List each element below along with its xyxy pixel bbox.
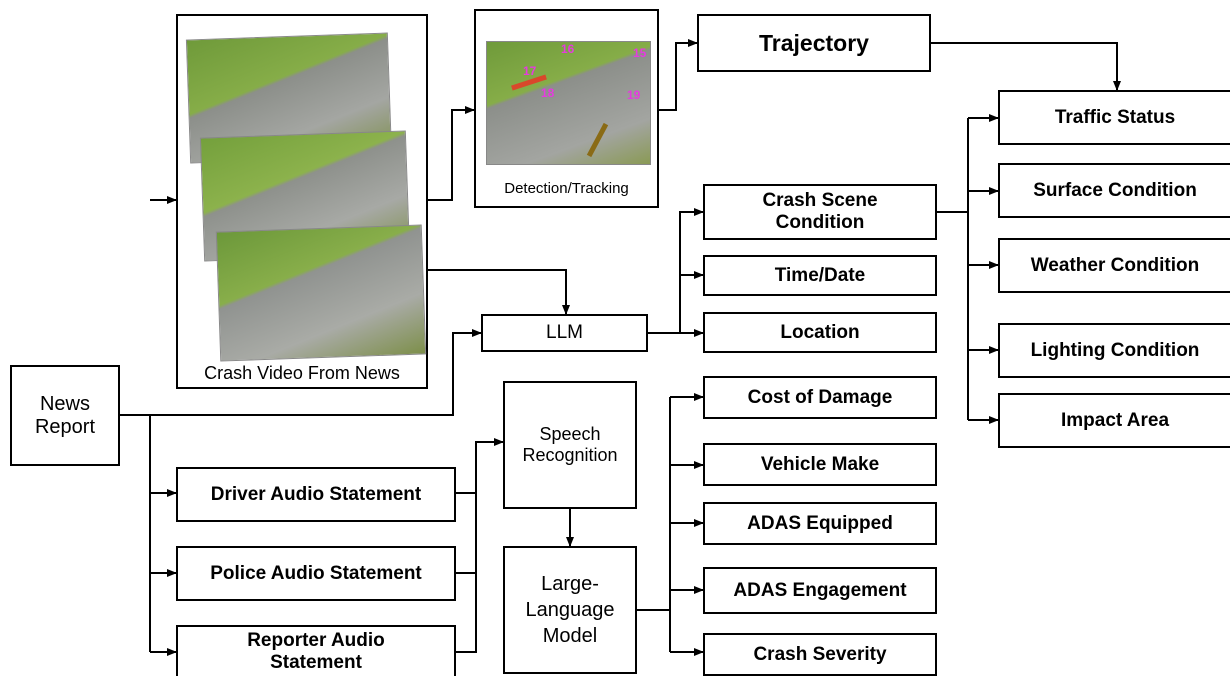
track-line-19 xyxy=(586,122,609,158)
track-id-label: 15 xyxy=(633,46,647,60)
video-panel-caption: Crash Video From News xyxy=(204,363,400,383)
track-id-label: 16 xyxy=(561,42,575,56)
large-language-model-box: Large- Language Model xyxy=(503,546,637,674)
track-id-label: 17 xyxy=(523,64,537,78)
vehicle-make-box: Vehicle Make xyxy=(703,443,937,486)
detection-panel-caption: Detection/Tracking xyxy=(504,180,629,197)
driver-audio-box: Driver Audio Statement xyxy=(176,467,456,522)
news-report-box: News Report xyxy=(10,365,120,466)
lang-model-line-1: Large- xyxy=(541,573,599,595)
crash-video-panel: Crash Video From News xyxy=(176,14,428,389)
video-frame-3 xyxy=(215,224,427,362)
impact-area-box: Impact Area xyxy=(998,393,1230,448)
location-box: Location xyxy=(703,312,937,353)
speech-recognition-box: Speech Recognition xyxy=(503,381,637,509)
traffic-status-box: Traffic Status xyxy=(998,90,1230,145)
crash-severity-box: Crash Severity xyxy=(703,633,937,676)
crash-scene-line-1: Crash Scene xyxy=(762,190,878,212)
adas-engagement-box: ADAS Engagement xyxy=(703,567,937,614)
reporter-audio-box: Reporter Audio Statement xyxy=(176,625,456,676)
adas-equipped-box: ADAS Equipped xyxy=(703,502,937,545)
speech-line-1: Speech xyxy=(539,424,601,445)
lang-model-line-2: Language xyxy=(525,599,615,621)
reporter-audio-line-1: Reporter Audio xyxy=(247,630,385,651)
cost-of-damage-box: Cost of Damage xyxy=(703,376,937,419)
crash-scene-line-2: Condition xyxy=(775,212,865,233)
track-id-label: 19 xyxy=(627,88,641,102)
trajectory-box: Trajectory xyxy=(697,14,931,72)
police-audio-box: Police Audio Statement xyxy=(176,546,456,601)
weather-condition-box: Weather Condition xyxy=(998,238,1230,293)
speech-line-2: Recognition xyxy=(522,445,618,465)
crash-scene-condition-box: Crash Scene Condition xyxy=(703,184,937,240)
news-report-line-1: News xyxy=(39,392,90,415)
time-date-box: Time/Date xyxy=(703,255,937,296)
lighting-condition-box: Lighting Condition xyxy=(998,323,1230,378)
detection-tracking-panel: 17 18 15 16 19 Detection/Tracking xyxy=(474,9,659,208)
detection-frame: 17 18 15 16 19 xyxy=(486,41,651,165)
surface-condition-box: Surface Condition xyxy=(998,163,1230,218)
reporter-audio-line-2: Statement xyxy=(270,651,362,673)
llm-box: LLM xyxy=(481,314,648,352)
track-id-label: 18 xyxy=(541,86,555,100)
lang-model-line-3: Model xyxy=(542,625,598,647)
news-report-line-2: Report xyxy=(34,415,96,438)
